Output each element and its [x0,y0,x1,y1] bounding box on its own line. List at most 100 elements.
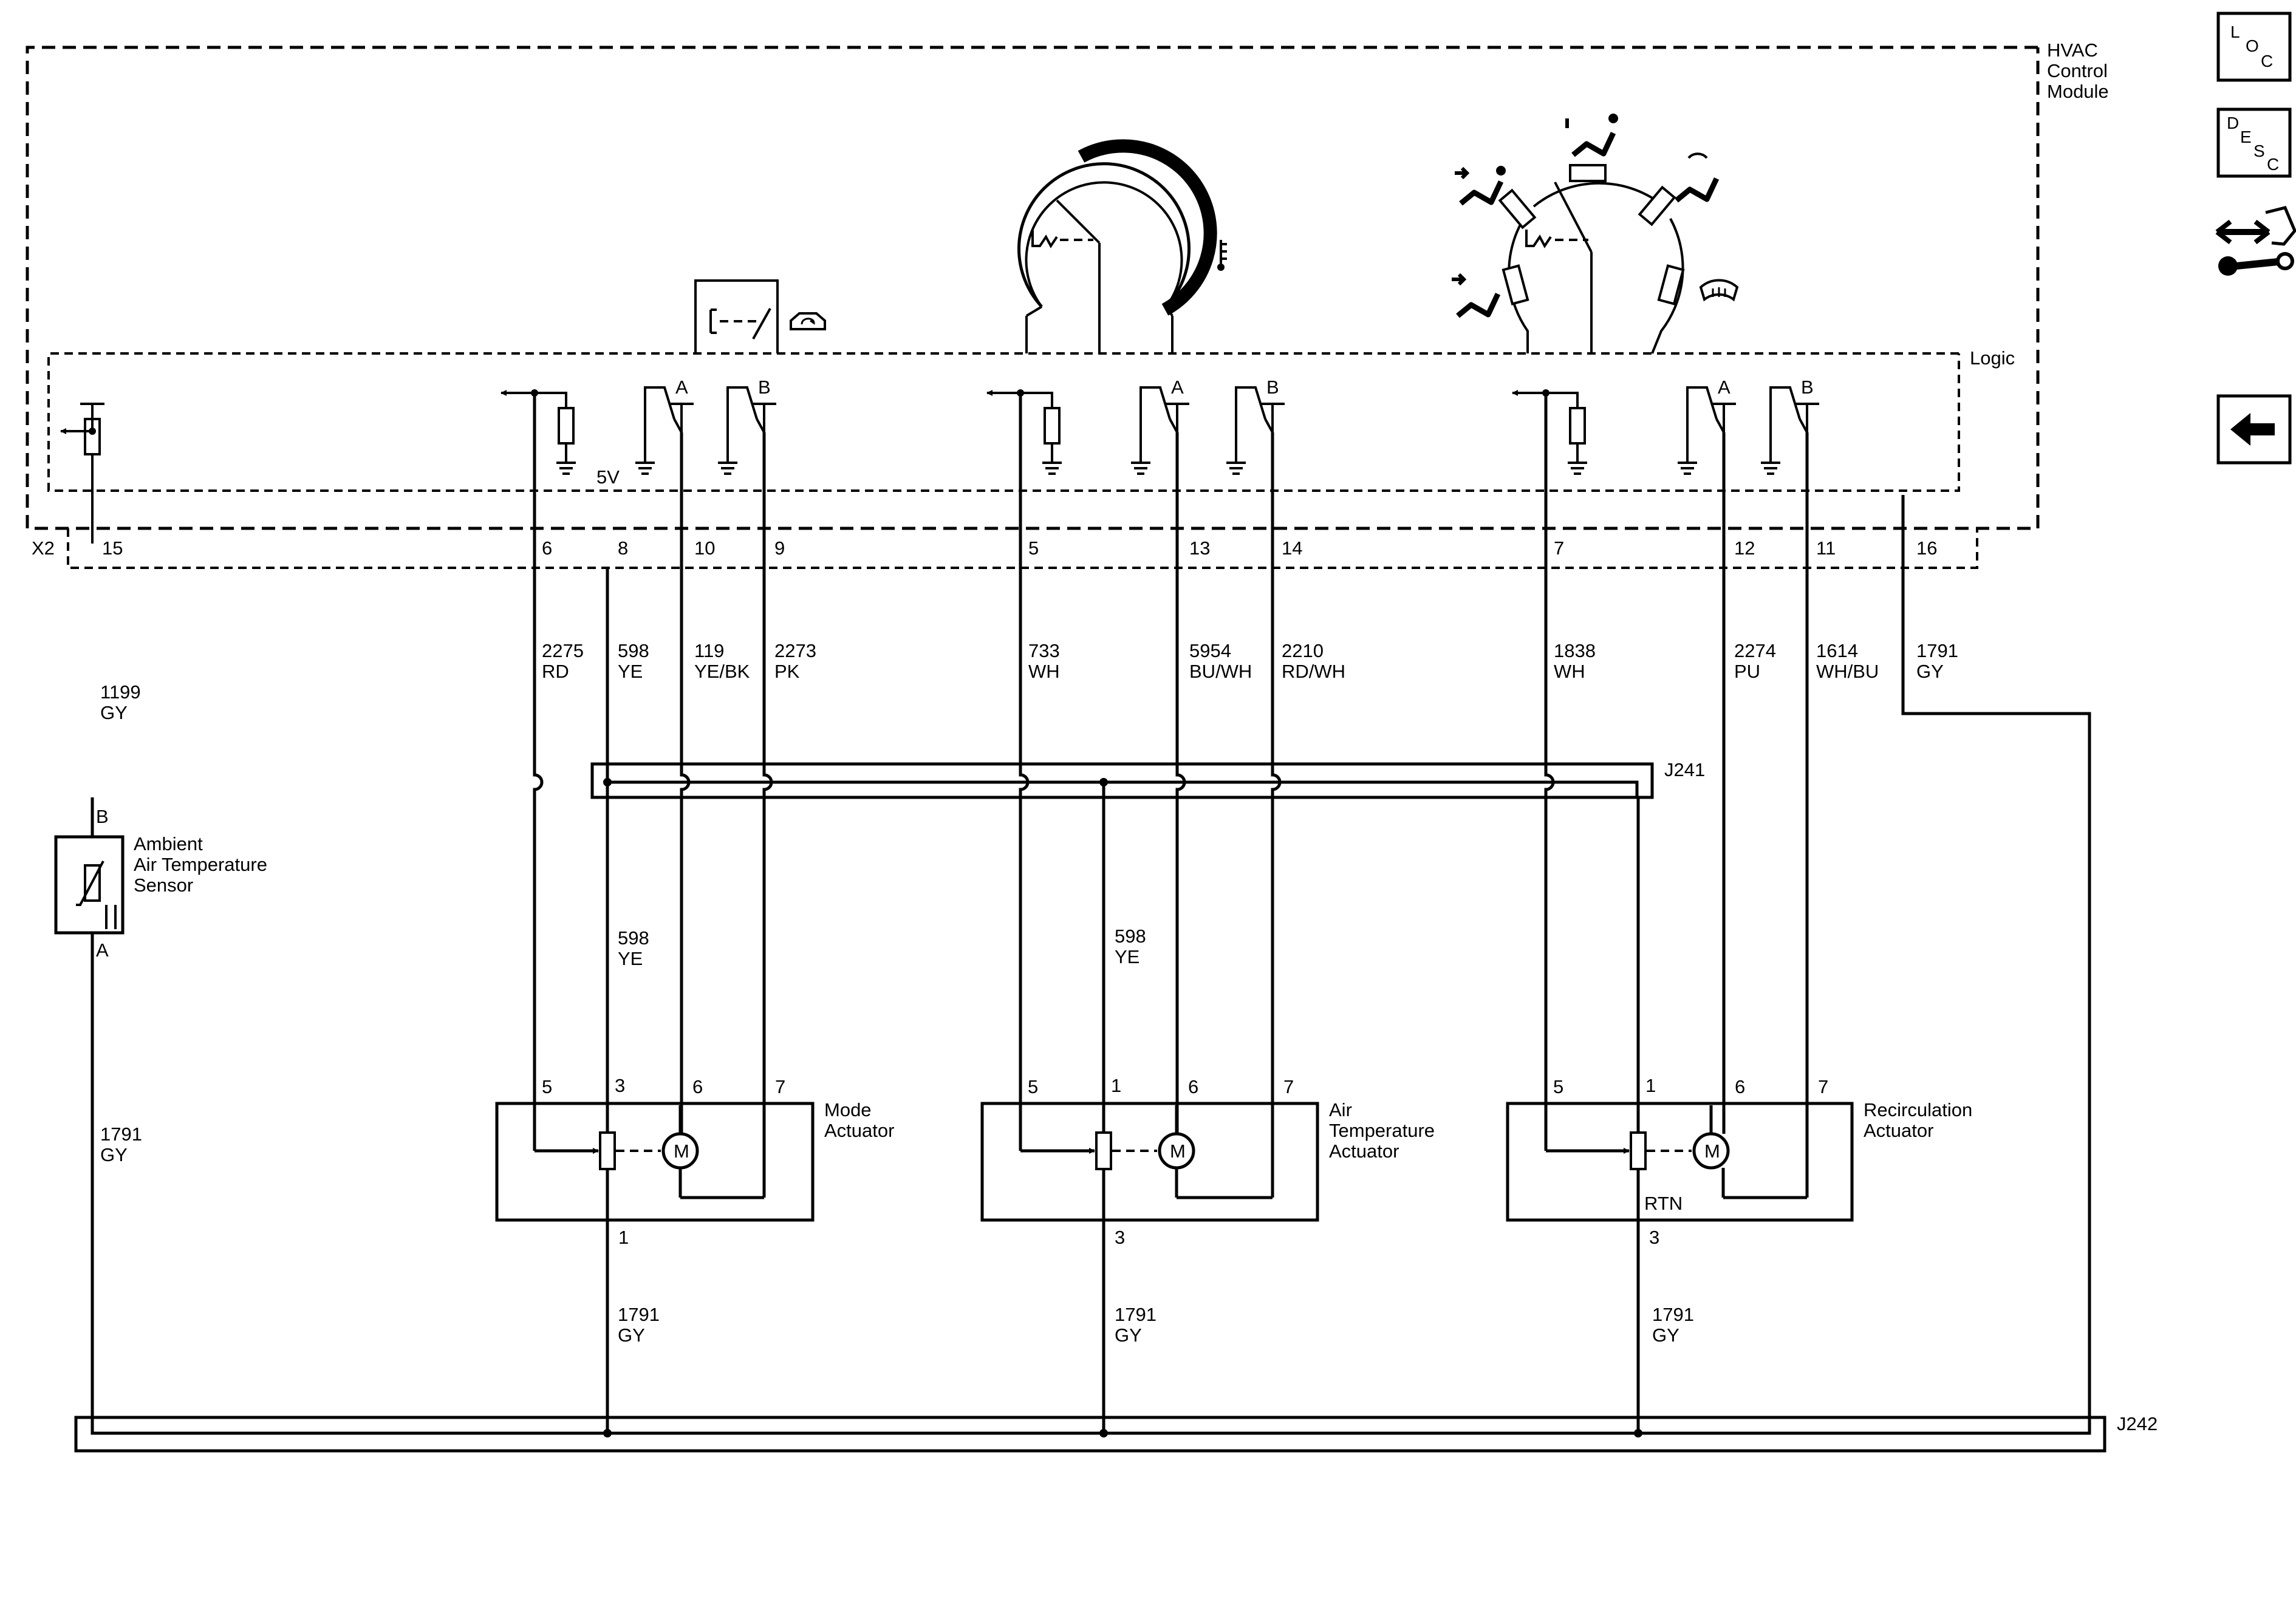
air-temp-switch-a-ground-wire [1139,386,1171,463]
mode-position-sensor [599,1131,616,1170]
circuit-1614-color: WH/BU [1816,661,1879,682]
circuit-598-mode-color: YE [618,948,643,969]
logic-label: Logic [1970,347,2015,369]
loc-icon-o: O [2246,36,2259,55]
mode-pulldown-resistor [558,407,575,445]
circuit-119-number: 119 [694,640,724,661]
recirc-switch-b-label: B [1801,377,1814,398]
circuit-1791-module-color: GY [1916,661,1944,682]
ground-icon [634,462,656,475]
recirc-pin-motor-b: 7 [1818,1076,1828,1097]
circuit-1199-number: 1199 [100,681,141,703]
sensor-name-line3: Sensor [134,874,193,896]
module-title-line1: HVAC [2047,39,2098,61]
ground-icon [1760,462,1782,475]
pin-8: 8 [618,537,628,559]
mode-switch-b-ground-wire [726,386,758,463]
recirc-pulldown-resistor [1569,407,1586,445]
defog-icon [1676,152,1717,200]
air-temp-switch-b-ground-wire [1235,386,1266,463]
circuit-2274-number: 2274 [1734,640,1776,661]
x2-connector: X2 [32,528,1978,569]
wires [533,393,1809,1437]
pin-16: 16 [1916,537,1937,559]
recirc-rtn-label: RTN [1644,1193,1683,1214]
circuit-1199-color: GY [100,702,128,723]
air-temp-position-sensor [1095,1131,1112,1170]
circuit-1791-recirc-number: 1791 [1652,1304,1694,1325]
vent-icon [1455,166,1506,203]
loc-button[interactable]: L O C [2216,12,2292,82]
pin-5: 5 [1028,537,1039,559]
sensor-input-circuit [60,403,104,544]
air-temp-motor-label: M [1170,1140,1186,1162]
ground-icon [1676,462,1698,475]
pin-13: 13 [1189,537,1210,559]
motor-icon [1692,1132,1730,1170]
j242-label: J242 [2117,1413,2158,1434]
circuit-1791-module-number: 1791 [1916,640,1958,661]
circuit-2273-number: 2273 [774,640,816,661]
motor-icon [1158,1132,1195,1170]
mode-switch-b-lever [756,418,765,433]
bi-level-icon [1565,114,1618,155]
circuit-1791-airtemp-color: GY [1115,1325,1142,1346]
circuit-598-airtemp-color: YE [1115,946,1139,967]
airtemp-motor-b-wire [1271,432,1282,1198]
circuit-2273-color: PK [774,661,800,682]
ground-icon [555,462,577,475]
circuit-598-mode-number: 598 [618,927,649,949]
air-temp-actuator-name-line1: Air [1329,1099,1352,1120]
back-arrow-icon [2230,413,2275,446]
recirculation-actuator: Recirculation Actuator RTN [1506,1099,1972,1222]
connector-repair-icon [2215,206,2296,276]
ground-icon [1041,462,1063,475]
mode-pin-low: 1 [618,1227,629,1248]
recirc-switch-b-lever [1799,418,1808,433]
circuit-598-color: YE [618,661,643,682]
ambient-air-temperature-sensor: B A Ambient Air Temperature Sensor [54,797,267,1417]
circuit-1791-airtemp-number: 1791 [1115,1304,1157,1325]
back-button[interactable] [2216,394,2292,465]
thermistor-icon [76,861,117,929]
j241-label: J241 [1664,759,1705,780]
desc-button[interactable]: D E S C [2216,107,2292,178]
circuit-2210-number: 2210 [1282,640,1324,661]
air-temp-actuator-name-line3: Actuator [1329,1140,1399,1162]
sensor-pin-b: B [96,806,109,827]
mode-pin-ref: 5 [542,1076,552,1097]
j242-splice-bar: J242 [74,495,2158,1453]
recirc-actuator-name-line1: Recirculation [1864,1099,1972,1120]
circuit-2210-color: RD/WH [1282,661,1345,682]
recirculation-switch [694,279,826,353]
hvac-control-module: HVAC Control Module [26,39,2109,530]
pin-11: 11 [1816,537,1836,559]
recirc-switch-b-ground-wire [1769,386,1801,463]
recirc-pin-supply: 1 [1645,1075,1656,1096]
air-temp-reference-wire [1019,393,1030,1151]
air-temp-pin-motor-b: 7 [1283,1076,1294,1097]
desc-icon-s: S [2253,141,2265,160]
pin-7: 7 [1554,537,1564,559]
circuit-5954-number: 5954 [1189,640,1231,661]
module-title-line2: Control [2047,60,2108,81]
circuit-598-airtemp-number: 598 [1115,926,1146,947]
circuit-733-color: WH [1028,661,1060,682]
recirculation-car-icon [790,312,826,330]
defrost-icon [1699,279,1739,302]
air-temp-pin-low: 3 [1115,1227,1125,1248]
mode-pulldown-wire [535,392,567,408]
recirc-switch-a-label: A [1718,377,1731,398]
connector-repair-button[interactable] [2215,206,2296,276]
connector-label-x2: X2 [32,537,55,559]
air-temp-actuator-name-line2: Temperature [1329,1120,1435,1141]
pin-10: 10 [694,537,715,559]
circuit-1791-mode-color: GY [618,1325,645,1346]
circuit-1791-recirc-color: GY [1652,1325,1679,1346]
circuit-2274-color: PU [1734,661,1760,682]
supply-5v-label: 5V [596,466,620,488]
recirc-actuator-name-line2: Actuator [1864,1120,1933,1141]
